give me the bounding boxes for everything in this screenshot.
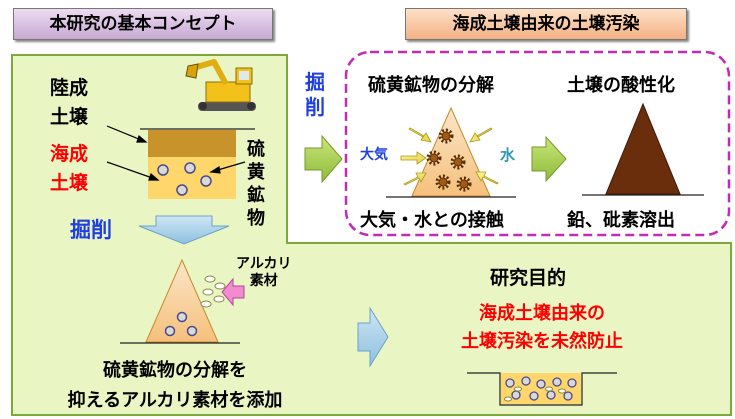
- decomposition-label: 硫黄鉱物の分解: [368, 75, 494, 96]
- acidification-label: 土壌の酸性化: [567, 75, 675, 96]
- alkali-pellets: [200, 275, 226, 308]
- right-arrow-blue: [357, 306, 389, 368]
- sulfide-particles: [157, 162, 212, 196]
- air-water-arrows: [400, 127, 499, 186]
- marine-soil-label: 海成土壌: [50, 143, 89, 194]
- excavator-icon: [185, 59, 256, 111]
- land-soil-label: 陸成土壌: [50, 77, 89, 128]
- water-label: 水: [500, 146, 516, 164]
- sulfide-vertical-label: 硫黄 鉱物: [247, 139, 265, 229]
- pollution-title: 海成土壌由来の土壌汚染: [405, 8, 687, 40]
- purpose-title: 研究目的: [490, 267, 567, 289]
- purpose-text: 海成土壌由来の土壌汚染を未然防止: [461, 303, 623, 352]
- acidified-triangle: [605, 102, 681, 195]
- air-label: 大気: [360, 147, 388, 163]
- alkali-triangle: [145, 258, 219, 343]
- right-arrow-green-1: [304, 134, 343, 184]
- excavation-vertical-label: 掘削: [305, 70, 325, 119]
- excavation-label: 掘削: [70, 218, 112, 242]
- down-arrow: [138, 215, 230, 245]
- alkali-label: アルカリ素材: [236, 256, 292, 289]
- contact-label: 大気・水との接触: [360, 210, 504, 231]
- leaching-label: 鉛、砒素溶出: [567, 210, 675, 231]
- gear-icons: [426, 128, 472, 192]
- soil-trench: [467, 372, 617, 406]
- alkali-arrow: [221, 277, 245, 307]
- right-arrow-green-2: [531, 135, 567, 183]
- bottom-caption: 硫黄鉱物の分解を抑えるアルカリ素材を添加: [67, 360, 283, 411]
- concept-title: 本研究の基本コンセプト: [13, 8, 273, 40]
- land-soil-layer: [148, 130, 236, 157]
